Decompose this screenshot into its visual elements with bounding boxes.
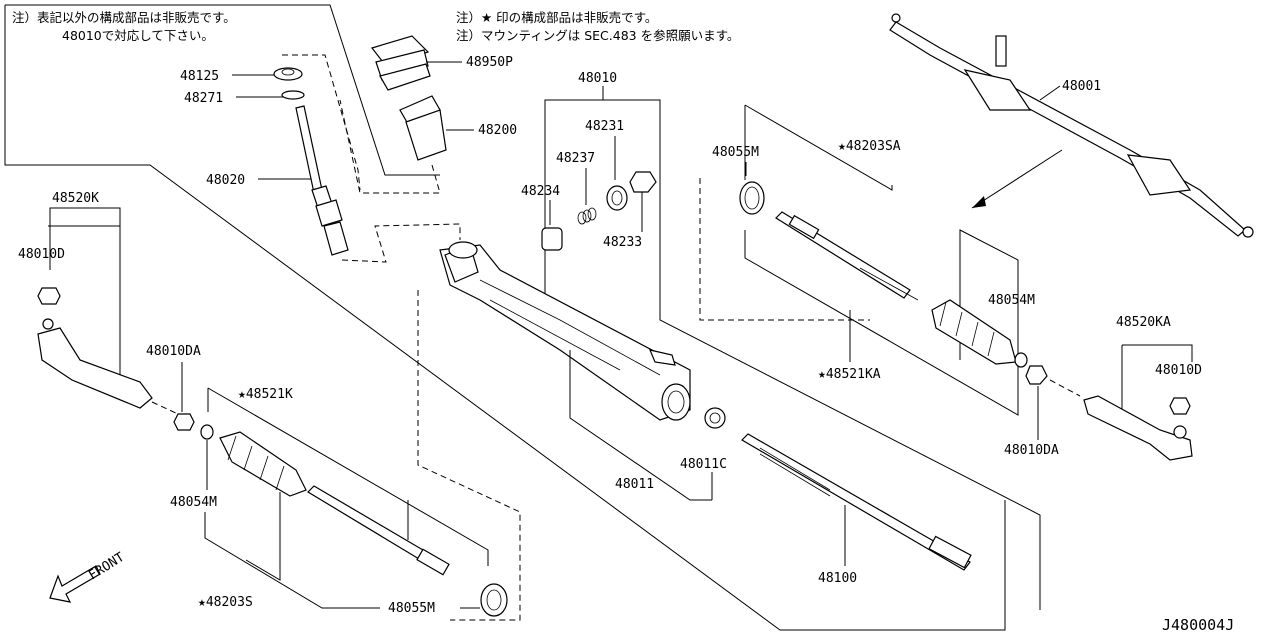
label-48010D-right: 48010D — [1155, 363, 1202, 378]
part-48054M-left — [200, 424, 214, 440]
part-48950P — [370, 35, 431, 91]
group-outline-left — [4, 5, 1006, 631]
part-48520K-tie-rod-end — [37, 318, 153, 409]
part-48125 — [273, 67, 303, 81]
part-steering-gear-housing — [439, 241, 691, 421]
note-left-line1: 注）表記以外の構成部品は非販売です。 — [12, 10, 236, 25]
assembly-arrow — [971, 149, 1063, 209]
part-48271 — [281, 90, 305, 100]
label-48521K: ★48521K — [238, 387, 293, 402]
part-boot-left — [219, 431, 307, 497]
bracket-48010 — [544, 99, 1041, 610]
part-48055M-clamp-left — [480, 583, 508, 617]
label-48055M-bottom: 48055M — [388, 601, 435, 616]
label-48520KA: 48520KA — [1116, 315, 1171, 330]
label-48520K: 48520K — [52, 191, 99, 206]
label-48054M-left: 48054M — [170, 495, 217, 510]
part-inner-tie-rod-right — [775, 211, 919, 301]
part-48520KA-tie-rod-end — [1083, 395, 1193, 461]
label-48011C: 48011C — [680, 457, 727, 472]
front-label: FRONT — [86, 550, 127, 584]
label-48020: 48020 — [206, 173, 245, 188]
part-48020-pinion — [295, 105, 349, 256]
label-48001: 48001 — [1062, 79, 1101, 94]
label-48125: 48125 — [180, 69, 219, 84]
label-48271: 48271 — [184, 91, 223, 106]
part-48010DA-right — [1025, 365, 1048, 385]
label-48011: 48011 — [615, 477, 654, 492]
label-48203SA: ★48203SA — [838, 139, 901, 154]
label-48100: 48100 — [818, 571, 857, 586]
part-boot-right — [931, 299, 1017, 365]
part-48233-nut — [629, 171, 657, 193]
part-48001-assembly — [889, 13, 1254, 238]
part-48010DA-left — [173, 413, 195, 431]
note-top-line1: 注）★ 印の構成部品は非販売です。 — [456, 10, 657, 25]
part-48010D-nut-right — [1169, 397, 1191, 415]
part-48200 — [399, 95, 447, 161]
label-48200: 48200 — [478, 123, 517, 138]
label-48231: 48231 — [585, 119, 624, 134]
label-48237: 48237 — [556, 151, 595, 166]
part-48231 — [606, 185, 628, 211]
group-outline-note — [5, 4, 440, 176]
part-48100-rack — [741, 433, 972, 571]
part-48054M-right — [1014, 352, 1028, 368]
part-48055M-clamp-right — [739, 181, 765, 215]
part-48237-spring — [577, 207, 597, 225]
label-48521KA: ★48521KA — [818, 367, 881, 382]
diagram-id: J480004J — [1162, 616, 1234, 634]
label-48234: 48234 — [521, 184, 560, 199]
note-top-line2: 注）マウンティングは SEC.483 を参照願います。 — [456, 28, 739, 43]
label-48055M-top: 48055M — [712, 145, 759, 160]
part-48010D-nut-left — [37, 287, 61, 305]
front-arrow: FRONT — [49, 550, 127, 603]
label-48233: 48233 — [603, 235, 642, 250]
label-48010: 48010 — [578, 71, 617, 86]
part-48234 — [541, 227, 563, 251]
part-48011C — [704, 407, 726, 429]
part-inner-tie-rod-left — [307, 485, 450, 576]
label-48010D-left: 48010D — [18, 247, 65, 262]
note-left-line2: 48010で対応して下さい。 — [62, 28, 214, 43]
label-48203S: ★48203S — [198, 595, 253, 610]
label-48010DA-left: 48010DA — [146, 344, 201, 359]
label-48054M-right: 48054M — [988, 293, 1035, 308]
label-48010DA-right: 48010DA — [1004, 443, 1059, 458]
label-48950P: 48950P — [466, 55, 513, 70]
